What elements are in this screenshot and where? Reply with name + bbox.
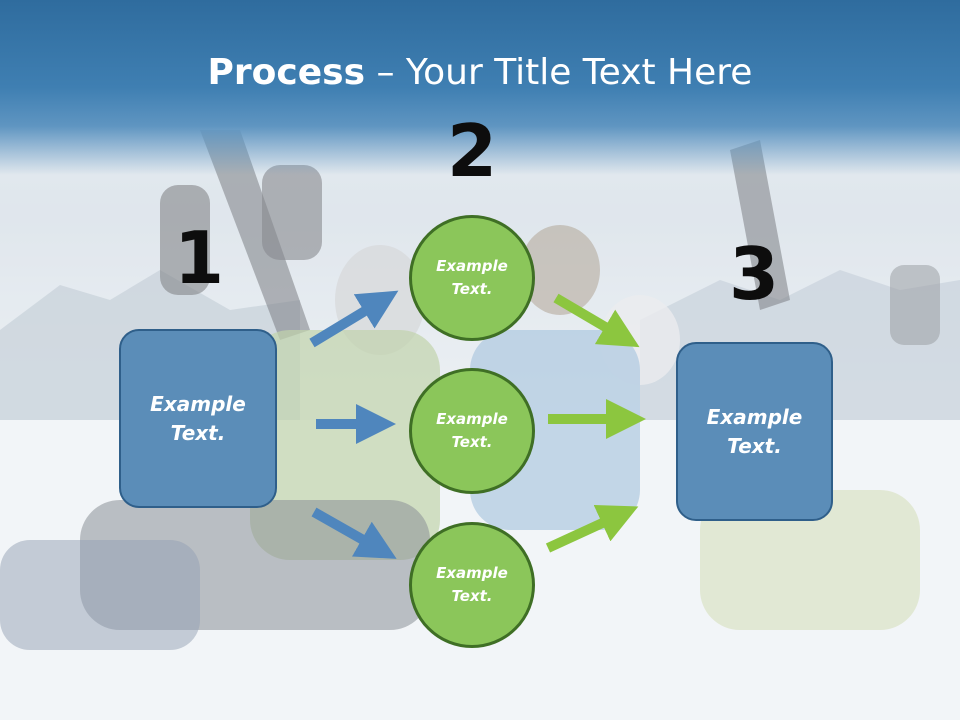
step-number-1: 1	[173, 216, 225, 300]
circle-middle: Example Text.	[409, 368, 535, 494]
circle-middle-text: Example Text.	[436, 410, 508, 451]
step-number-3: 3	[728, 232, 780, 316]
left-process-box: Example Text.	[119, 329, 277, 508]
title-band	[0, 0, 960, 175]
circle-bottom-text: Example Text.	[436, 564, 508, 605]
circle-top: Example Text.	[409, 215, 535, 341]
step-number-2: 2	[446, 109, 498, 193]
circle-top-text: Example Text.	[436, 257, 508, 298]
right-process-box: Example Text.	[676, 342, 833, 521]
title-rest: – Your Title Text Here	[365, 52, 753, 93]
left-box-text: Example Text.	[150, 391, 246, 445]
right-box-text: Example Text.	[706, 404, 803, 458]
title-bold: Process	[207, 52, 366, 93]
slide-title: Process – Your Title Text Here	[0, 52, 960, 93]
circle-bottom: Example Text.	[409, 522, 535, 648]
